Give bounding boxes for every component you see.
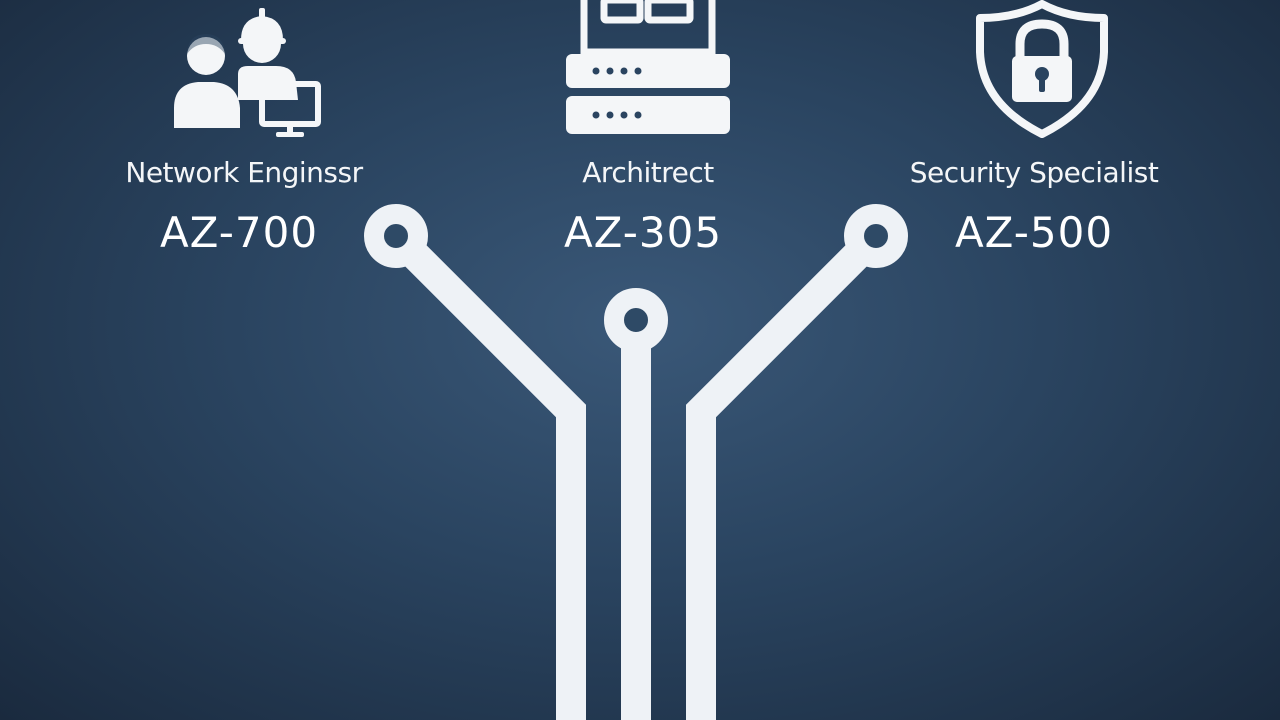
cert-code-az-500: AZ-500	[954, 208, 1114, 257]
role-title-security-specialist: Security Specialist	[909, 156, 1159, 189]
cert-code-az-305: AZ-305	[563, 208, 723, 257]
engineer-with-monitor-icon	[168, 4, 328, 138]
node-left	[364, 204, 428, 268]
role-title-architect: Architrect	[582, 156, 714, 189]
role-title-network-engineer: Network Enginssr	[125, 156, 363, 189]
trace-left	[385, 225, 586, 720]
trace-right	[686, 225, 887, 720]
server-rack-icon	[564, 0, 732, 138]
node-center	[604, 288, 668, 352]
cert-code-az-700: AZ-700	[159, 208, 319, 257]
shield-lock-icon	[972, 0, 1112, 140]
node-right	[844, 204, 908, 268]
